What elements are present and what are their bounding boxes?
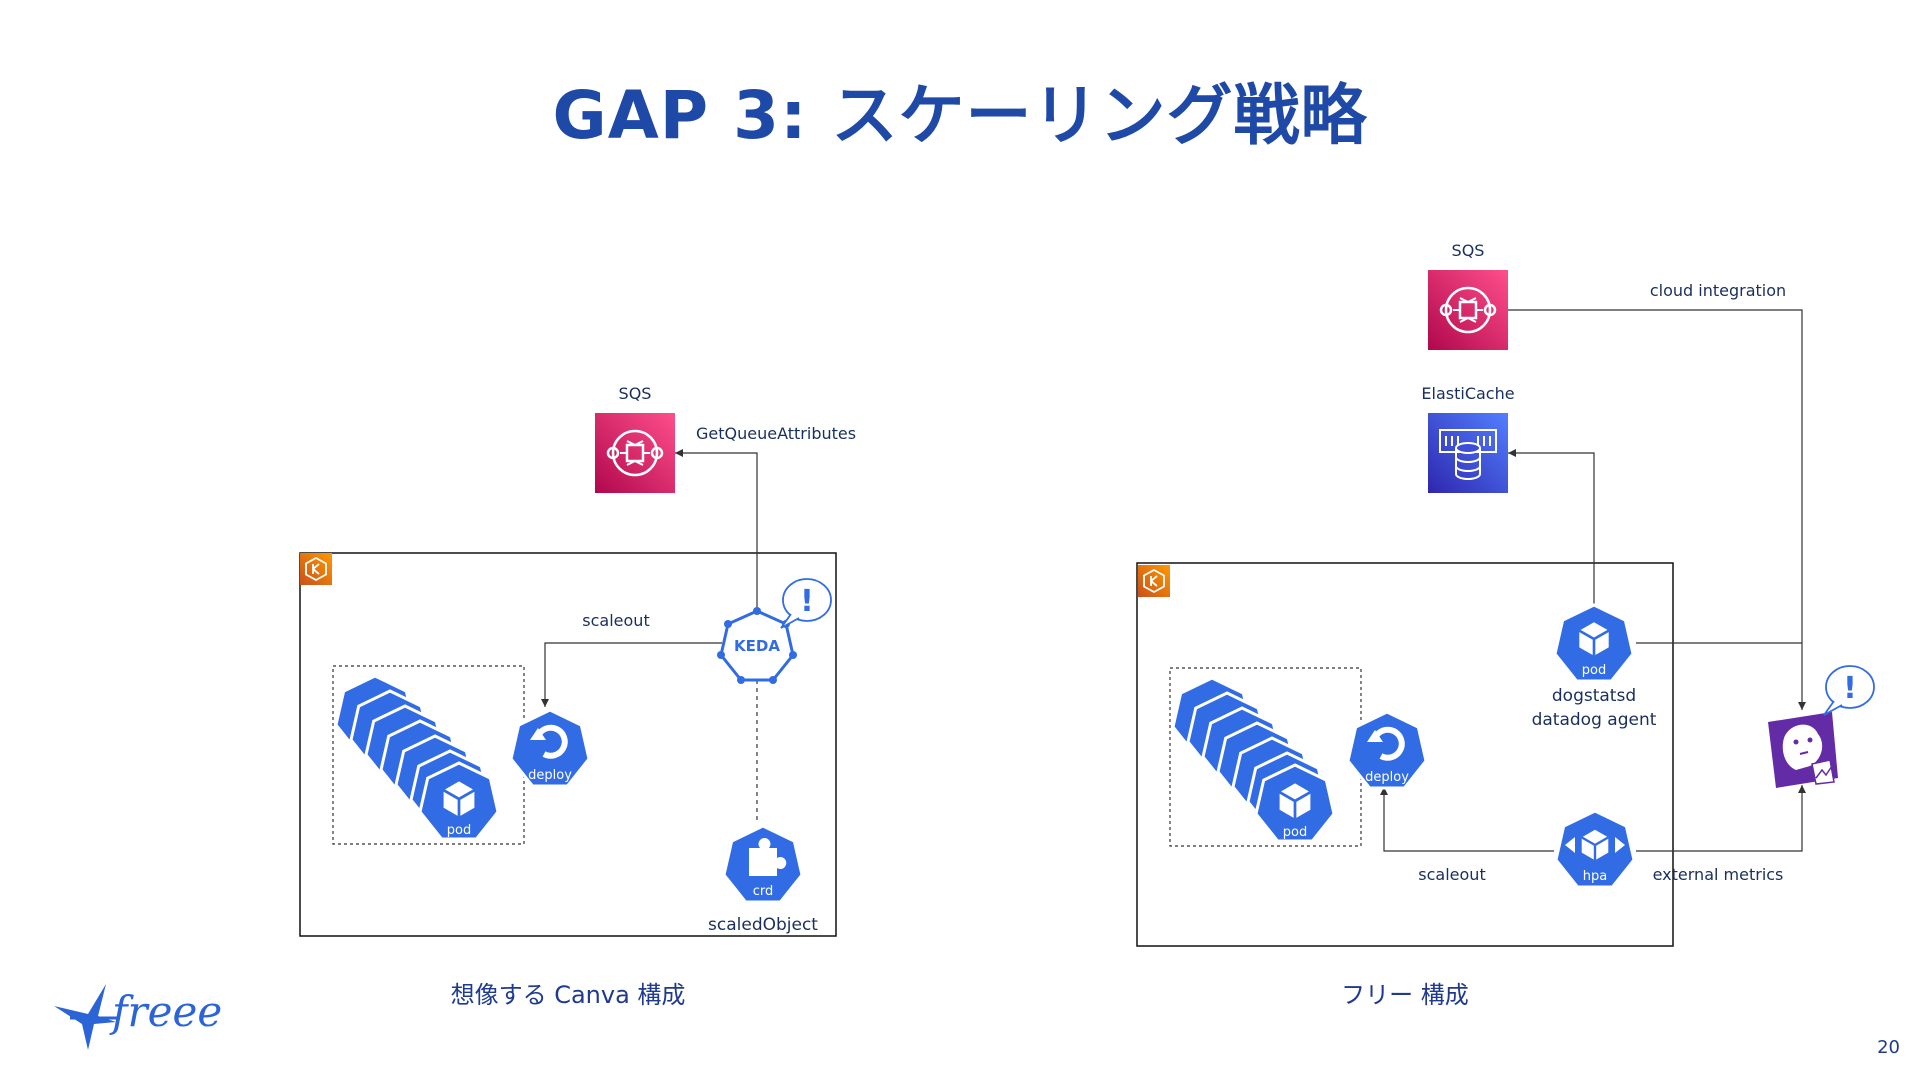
left-edge-keda-to-deploy — [541, 642, 722, 707]
keda-label: KEDA — [734, 637, 780, 655]
left-pod-group — [332, 665, 525, 845]
hpa-icon: hpa — [1554, 809, 1636, 889]
right-edge-label-external: external metrics — [1653, 865, 1784, 884]
hpa-label: hpa — [1583, 869, 1607, 884]
page-title: GAP 3: スケーリング戦略 — [552, 77, 1368, 154]
keda-icon: KEDA — [717, 607, 797, 684]
left-sqs-label: SQS — [619, 384, 652, 403]
right-edge-label-scaleout: scaleout — [1418, 865, 1485, 884]
eks-icon-right — [1137, 564, 1171, 598]
freee-logo: freee — [48, 978, 248, 1058]
right-alert-icon: ! — [1823, 665, 1875, 716]
dogstatsd-label: dogstatsd — [1552, 686, 1636, 706]
datadog-agent-pod-icon: pod — [1553, 603, 1635, 683]
right-edge-sqs-datadog — [1508, 309, 1806, 710]
left-pod-stack: pod — [334, 674, 500, 841]
right-deploy-label: deploy — [1365, 770, 1409, 785]
left-deploy-icon: deploy — [509, 708, 591, 788]
left-deploy-label: deploy — [528, 768, 572, 783]
right-alert-mark: ! — [1843, 671, 1857, 706]
datadog-icon — [1768, 712, 1838, 788]
left-alert-mark: ! — [800, 584, 814, 619]
scaledobject-label: scaledObject — [708, 915, 818, 935]
left-edge-label-scaleout: scaleout — [582, 611, 649, 630]
left-diagram: SQS GetQueueAttributes scaleout KEDA ! p… — [299, 384, 856, 937]
right-cluster-box — [1136, 562, 1674, 947]
right-deploy-icon: deploy — [1346, 710, 1428, 790]
datadog-agent-label: datadog agent — [1532, 710, 1657, 730]
elasticache-glyph — [1439, 429, 1497, 480]
left-cluster-box — [299, 552, 837, 937]
eks-icon — [299, 552, 333, 586]
right-pod-group — [1169, 667, 1362, 847]
elasticache-label: ElastiCache — [1421, 384, 1514, 403]
right-edge-agent-elasticache — [1508, 449, 1595, 605]
page-number: 20 — [1877, 1037, 1900, 1058]
right-pod-stack: pod — [1171, 676, 1336, 843]
right-edge-hpa-deploy — [1380, 787, 1554, 852]
right-caption: フリー 構成 — [1341, 981, 1469, 1009]
right-edge-label-cloud: cloud integration — [1650, 281, 1786, 300]
right-edge-hpa-datadog — [1636, 785, 1806, 852]
left-caption: 想像する Canva 構成 — [450, 981, 686, 1009]
right-pod-label: pod — [1283, 825, 1307, 840]
freee-wordmark: freee — [109, 987, 222, 1036]
left-edge-label-getqueue: GetQueueAttributes — [696, 424, 856, 443]
right-diagram: SQS cloud integration ElastiCache pod do… — [1136, 241, 1875, 947]
right-sqs-label: SQS — [1452, 241, 1485, 260]
left-edge-keda-to-sqs — [675, 449, 758, 640]
crd-label: crd — [753, 884, 774, 899]
crd-icon: crd — [722, 824, 804, 904]
left-pod-label: pod — [447, 823, 471, 838]
left-alert-icon: ! — [780, 578, 832, 629]
agent-pod-badge: pod — [1582, 663, 1606, 678]
